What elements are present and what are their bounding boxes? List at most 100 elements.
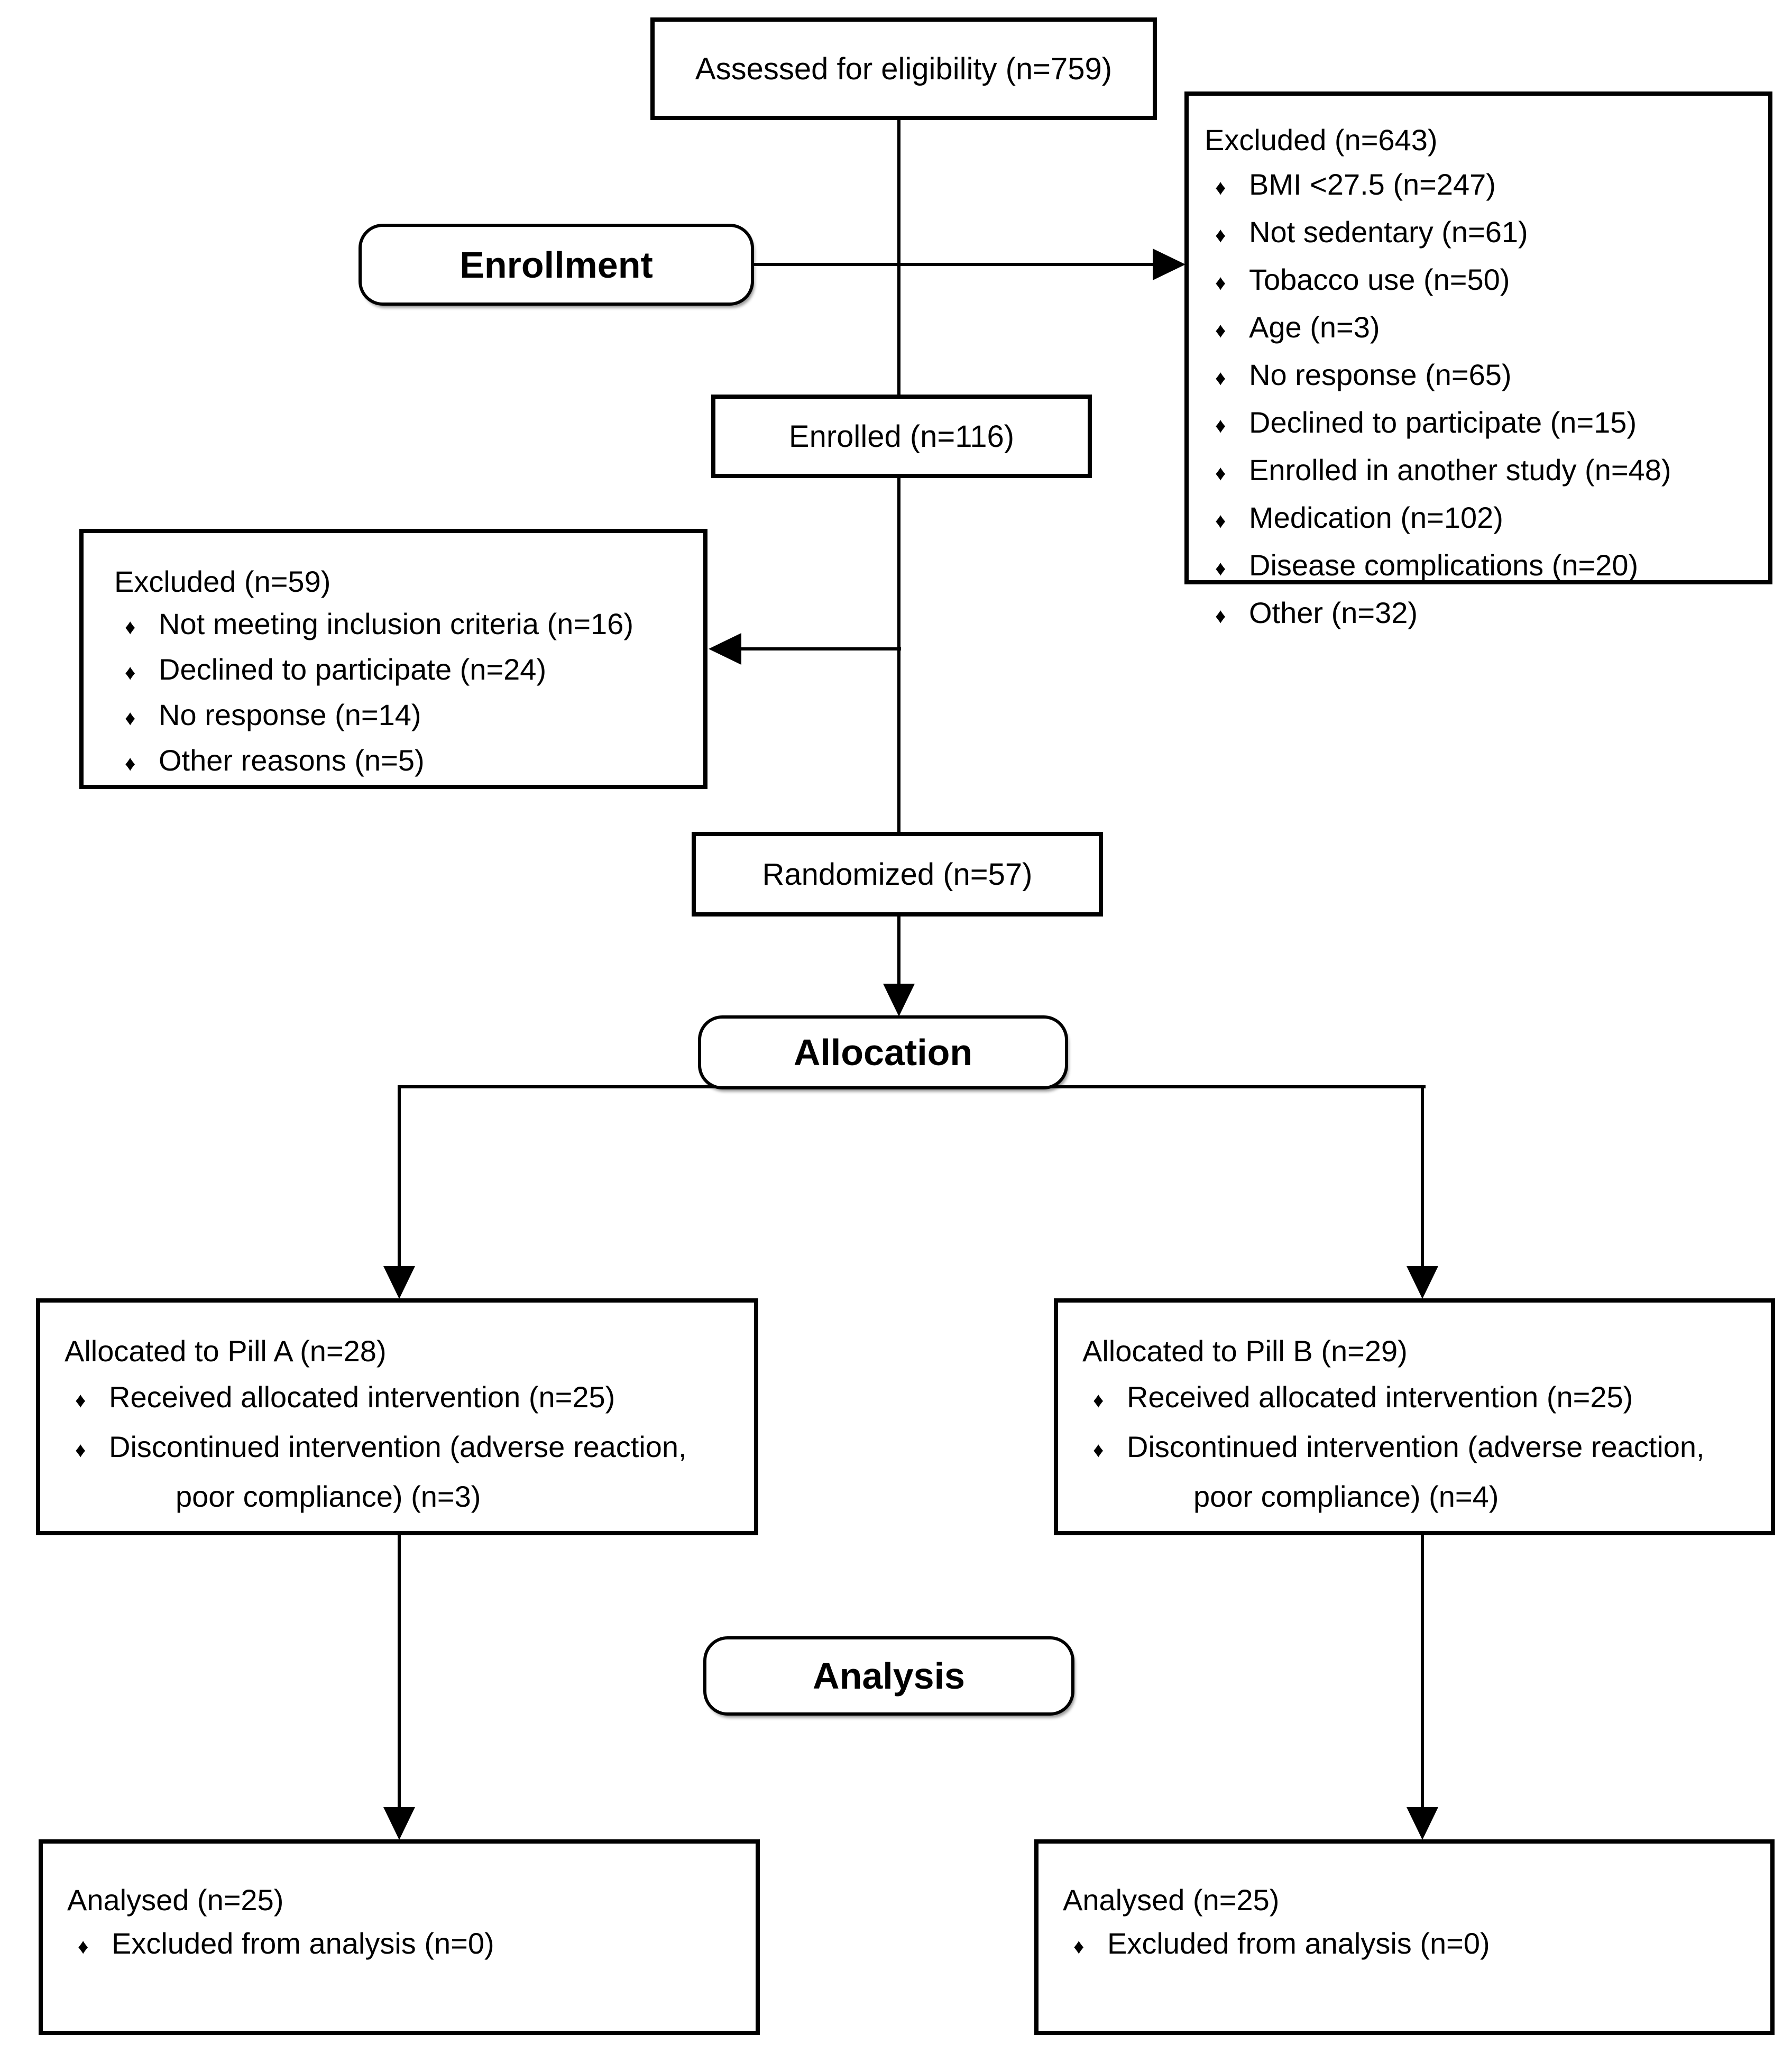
bullet-diamond-icon: ♦ (78, 1935, 89, 1958)
list-item: ♦ Excluded from analysis (n=0) (67, 1922, 748, 1968)
arrowhead-down-icon (383, 1807, 415, 1840)
list-item: ♦ Excluded from analysis (n=0) (1063, 1922, 1763, 1968)
connector-to-excluded-left (738, 647, 901, 650)
list-item: ♦ Discontinued intervention (adverse rea… (65, 1424, 747, 1473)
list-item-wrap: poor compliance) (n=3) (65, 1473, 747, 1519)
bullet-diamond-icon: ♦ (1215, 224, 1226, 247)
excluded-right-title: Excluded (n=643) (1205, 123, 1438, 157)
list-item: ♦ Tobacco use (n=50) (1205, 258, 1761, 305)
list-item-text: Excluded from analysis (n=0) (1107, 1927, 1490, 1960)
excluded-left-title: Excluded (n=59) (114, 565, 331, 598)
list-item-text: poor compliance) (n=4) (1193, 1480, 1499, 1513)
list-item-text: Received allocated intervention (n=25) (109, 1380, 615, 1414)
list-item-text: No response (n=65) (1249, 358, 1512, 391)
bullet-diamond-icon: ♦ (125, 616, 136, 639)
list-item-text: Received allocated intervention (n=25) (1127, 1380, 1633, 1414)
list-item-text: Not meeting inclusion criteria (n=16) (159, 607, 633, 640)
bullet-diamond-icon: ♦ (1215, 271, 1226, 295)
bullet-diamond-icon: ♦ (75, 1438, 86, 1462)
list-item: ♦ Discontinued intervention (adverse rea… (1082, 1424, 1763, 1473)
arrowhead-down-icon (883, 984, 915, 1016)
list-item: ♦ No response (n=65) (1205, 353, 1761, 400)
connector-enrolled-to-randomized (897, 477, 900, 834)
list-item-text: Declined to participate (n=15) (1249, 406, 1637, 439)
connector-assessed-to-enrolled (897, 120, 900, 397)
list-item-text: Enrolled in another study (n=48) (1249, 453, 1671, 487)
list-item-text: Declined to participate (n=24) (159, 653, 547, 686)
list-item-text: poor compliance) (n=3) (176, 1480, 481, 1513)
list-item-text: Excluded from analysis (n=0) (112, 1927, 494, 1960)
bullet-diamond-icon: ♦ (1215, 557, 1226, 580)
enrollment-label: Enrollment (460, 244, 653, 286)
bullet-diamond-icon: ♦ (1073, 1935, 1085, 1958)
connector-to-excluded-right (753, 263, 1155, 266)
randomized-box: Randomized (n=57) (692, 832, 1103, 917)
bullet-diamond-icon: ♦ (1215, 462, 1226, 485)
list-item: ♦ Received allocated intervention (n=25) (1082, 1374, 1763, 1424)
excluded-pre-enrollment-box: Excluded (n=643) ♦ BMI <27.5 (n=247) ♦ N… (1184, 91, 1772, 629)
enrolled-box: Enrolled (n=116) (711, 395, 1092, 478)
bullet-diamond-icon: ♦ (1215, 319, 1226, 342)
assessed-eligibility-box: Assessed for eligibility (n=759) (650, 17, 1157, 120)
bullet-diamond-icon: ♦ (1215, 604, 1226, 628)
list-item-text: Discontinued intervention (adverse react… (109, 1430, 687, 1463)
list-item-text: Medication (n=102) (1249, 501, 1503, 534)
allocation-stage-box: Allocation (698, 1015, 1068, 1089)
list-item-text: Discontinued intervention (adverse react… (1127, 1430, 1705, 1463)
allocation-label: Allocation (793, 1032, 973, 1073)
bullet-diamond-icon: ♦ (1215, 366, 1226, 390)
list-item: ♦ Declined to participate (n=15) (1205, 400, 1761, 448)
allocated-pill-b-box: Allocated to Pill B (n=29) ♦ Received al… (1054, 1298, 1775, 1535)
pill-a-title: Allocated to Pill A (n=28) (65, 1334, 387, 1368)
randomized-label: Randomized (n=57) (762, 857, 1033, 892)
list-item: ♦ No response (n=14) (114, 694, 696, 739)
analysed-a-title: Analysed (n=25) (67, 1883, 284, 1917)
list-item: ♦ Medication (n=102) (1205, 496, 1761, 543)
branch-drop-right (1421, 1085, 1424, 1268)
connector-pill-b-to-analysed (1421, 1533, 1424, 1809)
list-item-text: No response (n=14) (159, 698, 421, 731)
bullet-diamond-icon: ♦ (1215, 509, 1226, 533)
list-item-wrap: poor compliance) (n=4) (1082, 1473, 1763, 1519)
list-item-text: Other (n=32) (1249, 596, 1418, 629)
list-item: ♦ Other (n=32) (1205, 591, 1761, 638)
analysis-stage-box: Analysis (703, 1636, 1074, 1716)
list-item-text: Age (n=3) (1249, 310, 1380, 344)
bullet-diamond-icon: ♦ (75, 1389, 86, 1412)
list-item: ♦ Not sedentary (n=61) (1205, 210, 1761, 258)
enrolled-label: Enrolled (n=116) (788, 419, 1015, 454)
list-item: ♦ Declined to participate (n=24) (114, 648, 696, 694)
list-item: ♦ BMI <27.5 (n=247) (1205, 162, 1761, 210)
analysis-label: Analysis (813, 1655, 965, 1697)
arrowhead-down-icon (1407, 1266, 1438, 1299)
analysed-pill-b-box: Analysed (n=25) ♦ Excluded from analysis… (1034, 1839, 1775, 2035)
list-item: ♦ Age (n=3) (1205, 305, 1761, 353)
bullet-diamond-icon: ♦ (1093, 1438, 1104, 1462)
arrowhead-left-icon (709, 633, 741, 665)
list-item: ♦ Disease complications (n=20) (1205, 543, 1761, 591)
list-item: ♦ Not meeting inclusion criteria (n=16) (114, 603, 696, 648)
bullet-diamond-icon: ♦ (1215, 176, 1226, 199)
list-item-text: Other reasons (n=5) (159, 744, 425, 777)
analysed-b-title: Analysed (n=25) (1063, 1883, 1280, 1917)
bullet-diamond-icon: ♦ (1215, 414, 1226, 437)
bullet-diamond-icon: ♦ (125, 661, 136, 684)
bullet-diamond-icon: ♦ (125, 707, 136, 730)
arrowhead-right-icon (1153, 249, 1186, 280)
list-item-text: BMI <27.5 (n=247) (1249, 168, 1496, 201)
analysed-pill-a-box: Analysed (n=25) ♦ Excluded from analysis… (39, 1839, 760, 2035)
connector-pill-a-to-analysed (398, 1533, 401, 1809)
assessed-label: Assessed for eligibility (n=759) (695, 51, 1113, 86)
pill-b-title: Allocated to Pill B (n=29) (1082, 1334, 1408, 1368)
excluded-post-enrollment-box: Excluded (n=59) ♦ Not meeting inclusion … (79, 529, 707, 789)
bullet-diamond-icon: ♦ (125, 752, 136, 775)
allocated-pill-a-box: Allocated to Pill A (n=28) ♦ Received al… (36, 1298, 758, 1535)
list-item: ♦ Enrolled in another study (n=48) (1205, 448, 1761, 496)
arrowhead-down-icon (383, 1266, 415, 1299)
connector-randomized-to-allocation (897, 915, 900, 987)
arrowhead-down-icon (1407, 1807, 1438, 1840)
list-item-text: Tobacco use (n=50) (1249, 263, 1510, 296)
list-item-text: Not sedentary (n=61) (1249, 215, 1528, 249)
enrollment-stage-box: Enrollment (359, 224, 754, 306)
